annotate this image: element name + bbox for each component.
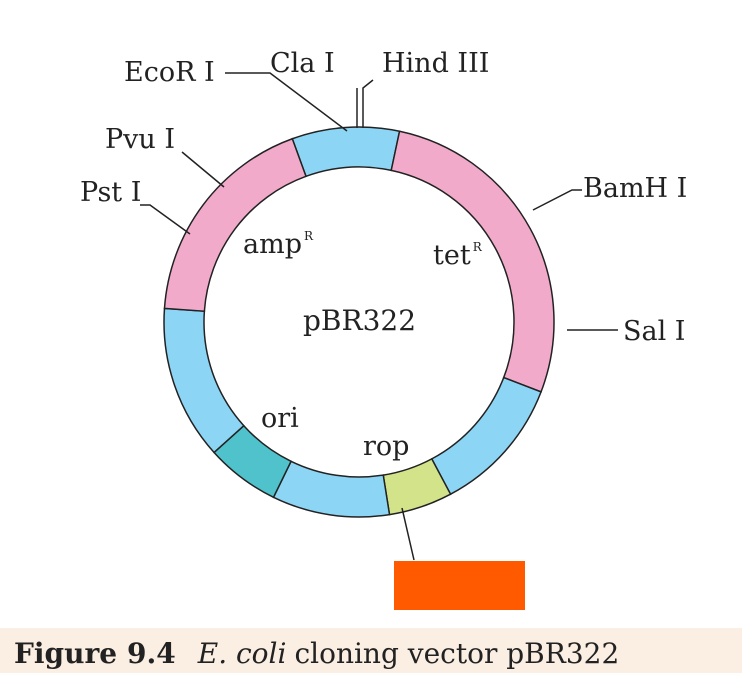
leader-lines	[140, 72, 618, 561]
site-label-ecor1: EcoR I	[124, 57, 215, 88]
segment-backbone-right	[430, 376, 543, 496]
rop-label: rop	[363, 431, 409, 462]
site-labels: EcoR I Cla I Hind III BamH I Sal I Pvu I…	[80, 48, 687, 347]
segment-backbone-bottom	[272, 460, 391, 518]
site-label-pvu1: Pvu I	[105, 124, 175, 155]
amp-label-superscript: R	[304, 229, 314, 243]
figure-label: Figure	[14, 637, 118, 670]
site-label-cla1: Cla I	[270, 48, 335, 79]
plasmid-diagram: EcoR I Cla I Hind III BamH I Sal I Pvu I…	[80, 48, 687, 610]
site-label-hind3: Hind III	[382, 48, 489, 79]
segment-tet	[390, 130, 555, 393]
pvu1-leader	[181, 151, 225, 188]
hind3-leader	[362, 79, 374, 128]
tet-label-superscript: R	[473, 240, 483, 254]
rop-leader	[401, 507, 415, 561]
segment-amp	[163, 137, 307, 312]
site-label-bamh1: BamH I	[583, 173, 687, 204]
segment-backbone-left	[163, 307, 245, 454]
highlight-marker	[394, 561, 525, 610]
ori-label: ori	[261, 403, 299, 434]
pst1-leader	[140, 204, 191, 235]
site-label-sal1: Sal I	[623, 316, 685, 347]
plasmid-name: pBR322	[303, 304, 416, 337]
tet-label-text: tet	[433, 240, 471, 271]
site-label-pst1: Pst I	[80, 177, 141, 208]
figure-number: 9.4	[127, 637, 176, 670]
bamh1-leader	[532, 189, 582, 211]
plasmid-ring	[163, 126, 555, 518]
amp-label-text: amp	[243, 229, 302, 260]
caption-text: cloning vector pBR322	[294, 637, 620, 670]
segment-backbone-top	[291, 126, 401, 178]
ecor1-leader	[225, 72, 348, 132]
organism-name: E. coli	[197, 637, 287, 670]
